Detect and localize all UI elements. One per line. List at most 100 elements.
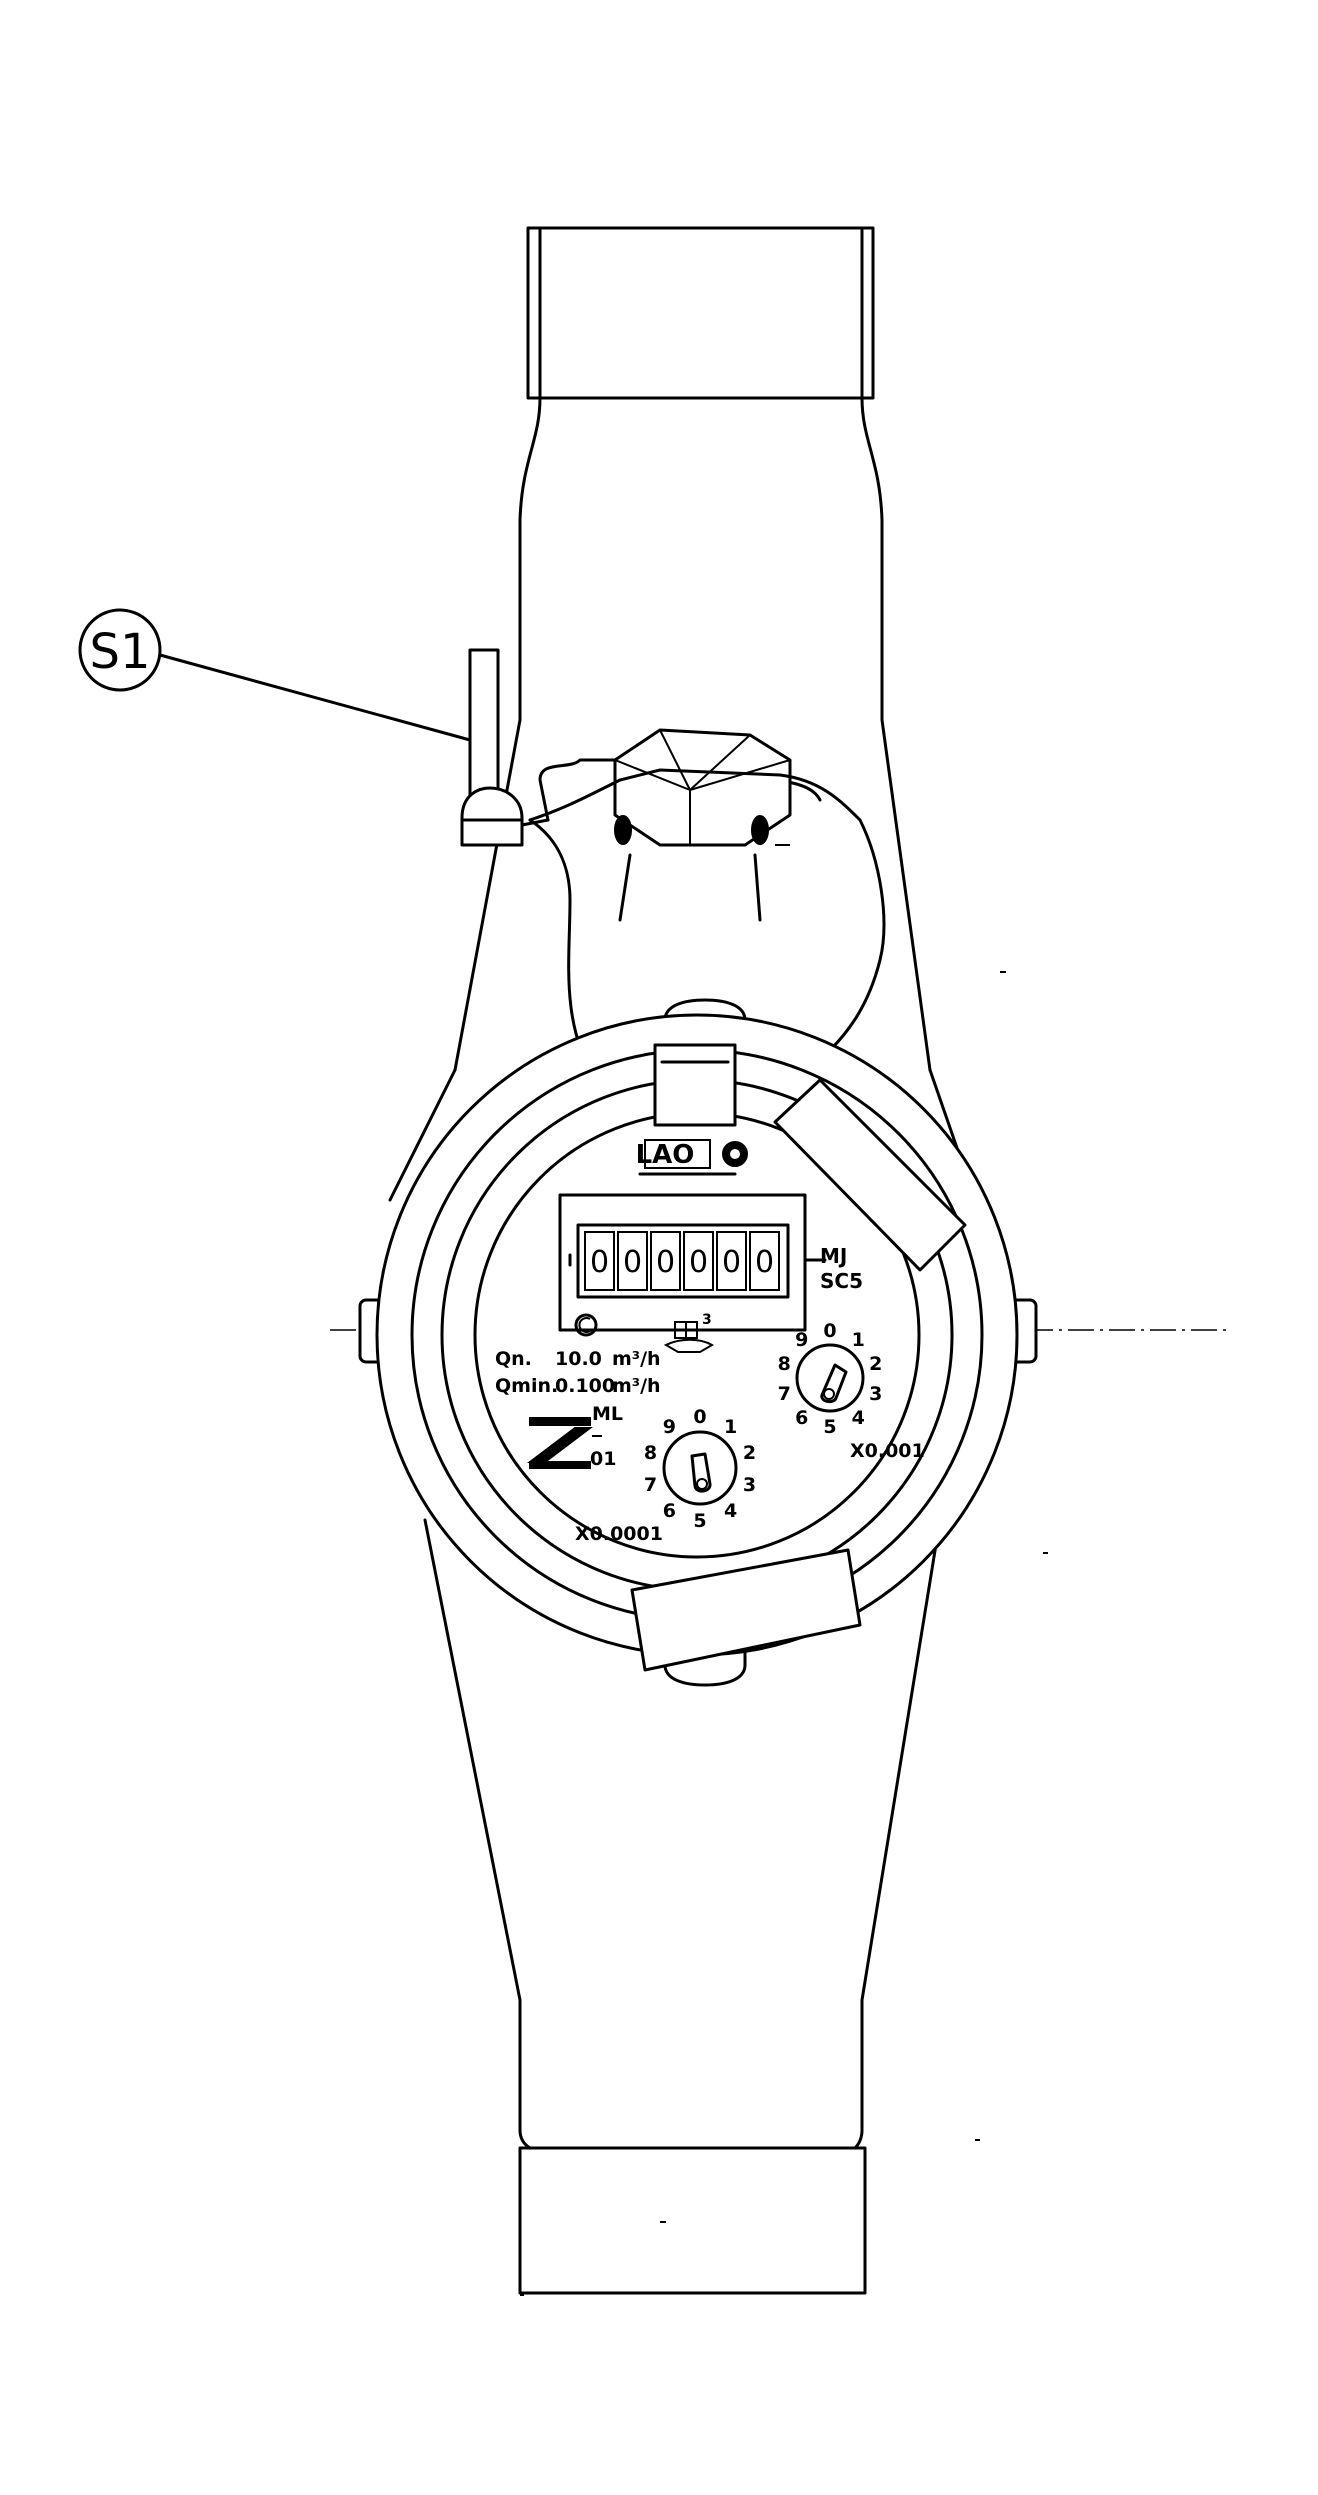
lid-outline-left [528,818,597,1082]
body-left-lower-edge [423,1518,532,2150]
qn-unit: m³/h [612,1348,661,1370]
callout-circle [78,608,162,692]
brand-logo: LAO [636,1139,748,1176]
logo-disc-hole [730,1149,740,1159]
dial-right-number-8: 8 [778,1353,791,1375]
qn-value: 10.0 [555,1348,602,1370]
qmin-label: Qmin. [495,1375,558,1397]
register-drum-1 [584,1231,615,1291]
plug-lug-right [751,815,769,845]
plug-lug-left [614,815,632,845]
dial-left-number-1: 1 [724,1416,737,1438]
meter-body [388,226,977,2295]
hex-nut-edge-1 [659,729,691,791]
dial-right-number-4: 4 [852,1407,865,1429]
register-opening [576,1223,790,1299]
dial-left-number-0: 0 [693,1406,706,1428]
register-drum-5 [716,1231,747,1291]
dial-left-number-5: 5 [693,1510,706,1532]
lid-outline [528,768,886,1082]
dial-right-multiplier: X0.001 [850,1440,925,1462]
register-drum-digit-5: 0 [722,1245,741,1280]
register-drum-digit-4: 0 [689,1245,708,1280]
dial-right-number-2: 2 [869,1353,882,1375]
dial-right-number-0: 0 [823,1320,836,1342]
register-drum-6 [749,1231,780,1291]
lid-hinge [653,1043,737,1127]
dial-left-hub [696,1478,708,1490]
seal-s1 [460,648,550,847]
hex-plug [538,728,822,922]
register-drum-digit-2: 0 [623,1245,642,1280]
register-drum-digit-3: 0 [656,1245,675,1280]
dial-right-number-3: 3 [869,1383,882,1405]
protector-tab-lower [630,1548,862,1672]
body-right-upper-edge [860,396,932,1072]
class-mark-top-bar [529,1417,591,1426]
logo-box [644,1139,711,1169]
plug-stem-right [753,853,762,922]
qmin-value: 0.100 [555,1375,615,1397]
qn-label: Qn. [495,1348,532,1370]
qmin-unit: m³/h [612,1375,661,1397]
hex-nut-edge-2 [689,734,751,791]
dial-left-face [662,1430,738,1506]
dial-left-number-6: 6 [663,1500,676,1522]
register-drum-digit-6: 0 [755,1245,774,1280]
dial-left-number-7: 7 [644,1474,657,1496]
callout-label: S1 [89,624,150,680]
pictogram-sup: 3 [702,1312,712,1328]
ratings-block: Qn. 10.0 m³/h Qmin. 0.100 m³/h 3 ML 01 [495,1312,714,1470]
seal-wire-post [468,648,500,802]
hex-nut-edge-4 [689,759,791,791]
register-drum-4 [683,1231,714,1291]
class-mark-bottom-bar [529,1461,591,1469]
top-pipe-connection [526,226,875,400]
dial-right-number-7: 7 [778,1383,791,1405]
body-left-upper-edge [453,396,542,1072]
bottom-pipe-connection [518,2146,867,2295]
hex-nut-edge-3 [614,759,691,791]
pictogram-base [663,1338,714,1353]
register-drum-3 [650,1231,681,1291]
dial-right-number-5: 5 [823,1416,836,1438]
dial-right-hub [823,1388,835,1400]
plug-collar [538,758,822,822]
dial-right-number-6: 6 [795,1407,808,1429]
protector-tab-upper [773,1078,967,1272]
callout-s1: S1 [78,608,472,742]
callout-leader-line [158,653,472,742]
class-mark-bottom-text: 01 [590,1448,616,1470]
register-unit: MJ [820,1244,847,1268]
approval-mark-inner [578,1317,591,1333]
class-mark: ML 01 [527,1403,623,1470]
register-drum-2 [617,1231,648,1291]
seal-to-lid [520,818,550,827]
class-mark-top-text: ML [592,1403,623,1425]
register-housing [358,998,1038,1687]
dial-right-number-9: 9 [795,1329,808,1351]
register-frame [558,1193,807,1332]
logo-text: LAO [636,1140,695,1170]
dial-left-number-8: 8 [644,1442,657,1464]
plug-stem-left [618,853,632,922]
dial-left-number-9: 9 [663,1416,676,1438]
register-model: SC5 [820,1269,863,1293]
approval-mark-icon [574,1313,598,1337]
dial-left-number-2: 2 [743,1442,756,1464]
dial-left-number-3: 3 [743,1474,756,1496]
body-left-taper [388,1068,457,1202]
body-right-lower-edge [853,1518,942,2150]
seal-cap [460,786,524,847]
dial-left-multiplier: X0.0001 [575,1523,663,1545]
dial-right-face [795,1343,865,1413]
register-drum-digit-1: 0 [590,1245,609,1280]
dial-right-number-1: 1 [852,1329,865,1351]
dial-left-number-4: 4 [724,1500,737,1522]
